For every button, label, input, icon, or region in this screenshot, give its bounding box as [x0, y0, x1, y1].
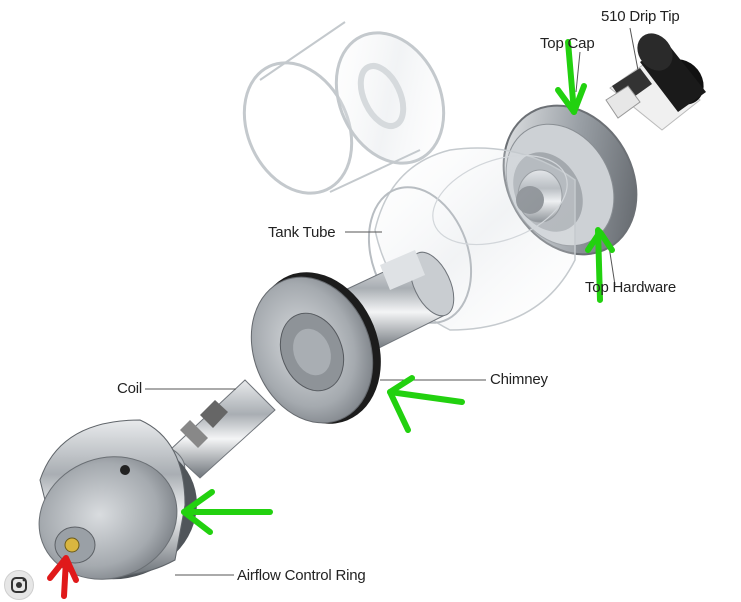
label-chimney: Chimney	[490, 371, 548, 388]
label-top-cap: Top Cap	[540, 35, 594, 52]
label-drip-tip: 510 Drip Tip	[601, 8, 679, 25]
label-coil: Coil	[117, 380, 142, 397]
label-tank-tube: Tank Tube	[268, 224, 335, 241]
label-airflow-control-ring: Airflow Control Ring	[237, 567, 366, 584]
drip-tip	[606, 26, 713, 130]
label-top-hardware: Top Hardware	[585, 279, 676, 296]
lens-glyph-icon	[10, 576, 28, 594]
lens-search-icon[interactable]	[4, 570, 34, 600]
